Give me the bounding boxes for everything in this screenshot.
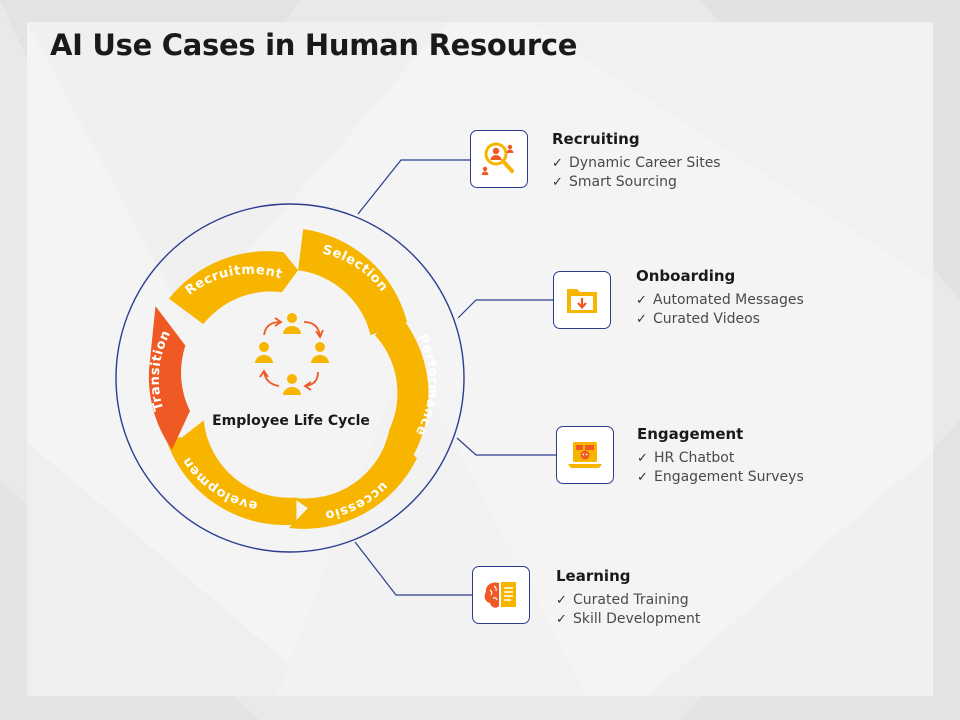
segment-label-development: Development (0, 0, 259, 513)
check-icon: ✓ (636, 312, 647, 327)
case-item: ✓Engagement Surveys (637, 469, 804, 485)
segment-succession (288, 429, 417, 529)
search-person-icon (481, 142, 514, 175)
brain-book-icon (484, 582, 516, 608)
segment-selection (298, 229, 408, 336)
check-icon: ✓ (556, 593, 567, 608)
case-title-engagement: Engagement (637, 425, 744, 443)
case-recruiting: Recruiting ✓Dynamic Career Sites ✓Smart … (552, 130, 721, 192)
recruiting-icon-box (470, 130, 528, 188)
segment-performance (375, 310, 429, 455)
onboarding-icon-box (553, 271, 611, 329)
case-item: ✓Curated Videos (636, 311, 760, 327)
case-engagement: Engagement ✓HR Chatbot ✓Engagement Surve… (637, 425, 804, 487)
case-onboarding: Onboarding ✓Automated Messages ✓Curated … (636, 267, 804, 329)
engagement-icon-box (556, 426, 614, 484)
case-item: ✓Smart Sourcing (552, 174, 677, 190)
case-item: ✓Curated Training (556, 592, 689, 608)
case-title-learning: Learning (556, 567, 631, 585)
case-learning: Learning ✓Curated Training ✓Skill Develo… (556, 567, 700, 629)
cycle-segments (148, 229, 429, 529)
connector-recruiting (357, 159, 470, 215)
case-item: ✓Skill Development (556, 611, 701, 627)
check-icon: ✓ (637, 470, 648, 485)
case-item: ✓Automated Messages (636, 292, 804, 308)
connector-learning (354, 541, 472, 596)
case-title-onboarding: Onboarding (636, 267, 736, 285)
connector-engagement (456, 437, 556, 456)
connector-onboarding (457, 299, 553, 319)
segment-development (165, 420, 297, 526)
check-icon: ✓ (552, 175, 563, 190)
folder-download-icon (567, 289, 597, 313)
case-item: ✓Dynamic Career Sites (552, 155, 721, 171)
check-icon: ✓ (556, 612, 567, 627)
segment-recruitment (168, 251, 299, 325)
segment-transition (148, 306, 190, 450)
case-item: ✓HR Chatbot (637, 450, 735, 466)
page-title: AI Use Cases in Human Resource (50, 28, 578, 62)
check-icon: ✓ (637, 451, 648, 466)
check-icon: ✓ (636, 293, 647, 308)
check-icon: ✓ (552, 156, 563, 171)
learning-icon-box (472, 566, 530, 624)
chatbot-laptop-icon (568, 442, 602, 468)
people-cycle-icon (255, 313, 329, 395)
case-title-recruiting: Recruiting (552, 130, 640, 148)
center-label: Employee Life Cycle (212, 413, 370, 429)
outer-ring (115, 203, 465, 553)
